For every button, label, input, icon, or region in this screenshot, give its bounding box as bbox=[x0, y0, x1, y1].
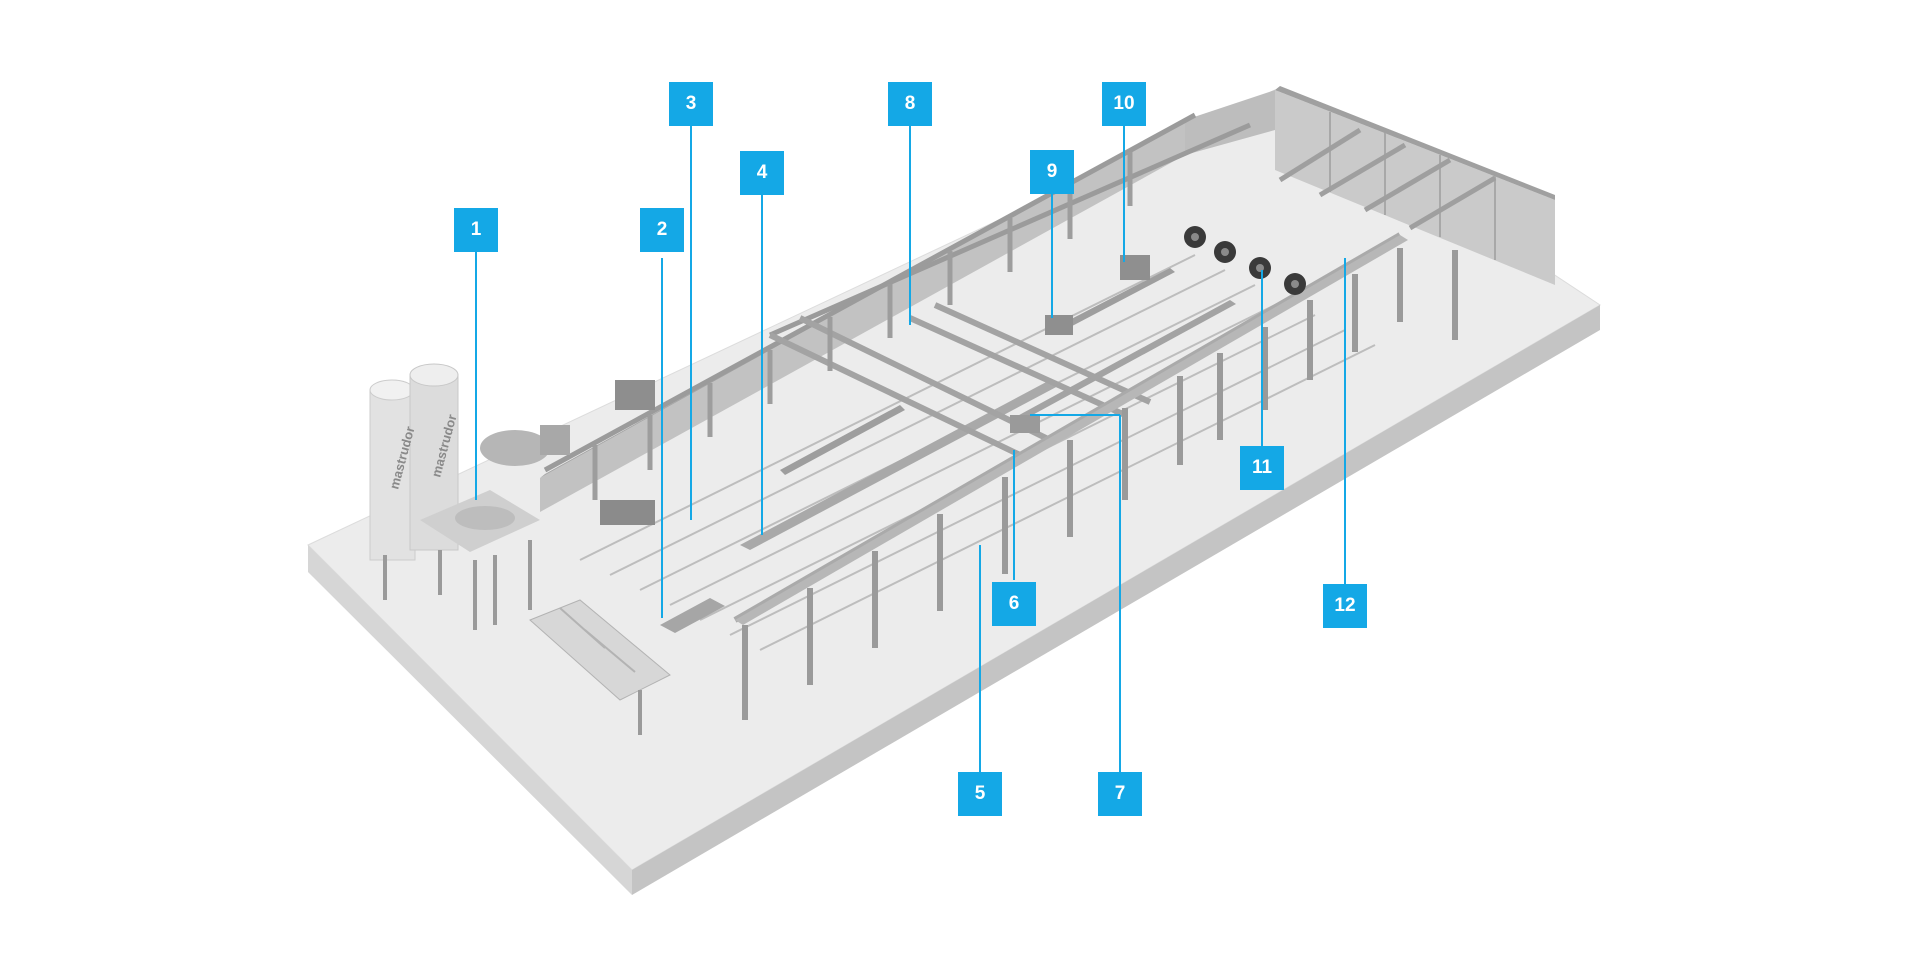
callout-3: 3 bbox=[669, 82, 713, 126]
callout-2: 2 bbox=[640, 208, 684, 252]
callout-12: 12 bbox=[1323, 584, 1367, 628]
callout-11: 11 bbox=[1240, 446, 1284, 490]
callout-4: 4 bbox=[740, 151, 784, 195]
callout-5: 5 bbox=[958, 772, 1002, 816]
callout-1: 1 bbox=[454, 208, 498, 252]
callout-10: 10 bbox=[1102, 82, 1146, 126]
callout-6: 6 bbox=[992, 582, 1036, 626]
callout-9: 9 bbox=[1030, 150, 1074, 194]
callout-8: 8 bbox=[888, 82, 932, 126]
callout-7: 7 bbox=[1098, 772, 1142, 816]
